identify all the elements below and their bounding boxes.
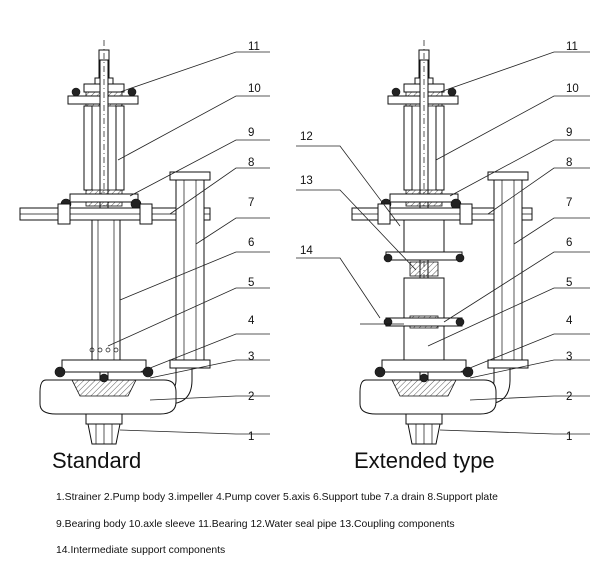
standard-leader-lines: [107, 51, 270, 435]
extended-callout-10: 10: [566, 83, 579, 95]
standard-callout-9: 9: [248, 127, 254, 139]
extended-callout-2: 2: [566, 391, 572, 403]
extended-callout-7: 7: [566, 197, 572, 209]
standard-callouts: 11 10 9 8 7 6 5 4 3 2 1: [248, 41, 261, 443]
standard-callout-6: 6: [248, 237, 254, 249]
extended-callout-4: 4: [566, 315, 573, 327]
extended-title: Extended type: [354, 448, 495, 473]
standard-callout-10: 10: [248, 83, 261, 95]
extended-leader-lines: [296, 51, 590, 435]
extended-callouts: 11 10 9 8 7 6 5 4 3 2 1 12 13 14: [300, 41, 579, 443]
extended-callout-1: 1: [566, 431, 572, 443]
standard-callout-4: 4: [248, 315, 255, 327]
extended-callout-14: 14: [300, 245, 313, 257]
standard-title: Standard: [52, 448, 141, 473]
extended-callout-13: 13: [300, 175, 313, 187]
extended-callout-8: 8: [566, 157, 572, 169]
standard-callout-11: 11: [248, 41, 260, 53]
extended-callout-12: 12: [300, 131, 313, 143]
extended-callout-11: 11: [566, 41, 578, 53]
legend-line-1: 1.Strainer 2.Pump body 3.impeller 4.Pump…: [56, 492, 498, 503]
standard-callout-5: 5: [248, 277, 254, 289]
extended-callout-6: 6: [566, 237, 572, 249]
standard-callout-3: 3: [248, 351, 254, 363]
extended-callout-3: 3: [566, 351, 572, 363]
standard-callout-7: 7: [248, 197, 254, 209]
standard-callout-1: 1: [248, 431, 254, 443]
legend-line-3: 14.Intermediate support components: [56, 545, 225, 556]
parts-legend: 1.Strainer 2.Pump body 3.impeller 4.Pump…: [56, 492, 498, 556]
standard-pump-drawing: [19, 40, 211, 445]
standard-callout-2: 2: [248, 391, 254, 403]
standard-callout-8: 8: [248, 157, 254, 169]
extended-callout-5: 5: [566, 277, 572, 289]
extended-callout-9: 9: [566, 127, 572, 139]
legend-line-2: 9.Bearing body 10.axle sleeve 11.Bearing…: [56, 519, 455, 530]
extended-pump-drawing: [351, 40, 533, 445]
